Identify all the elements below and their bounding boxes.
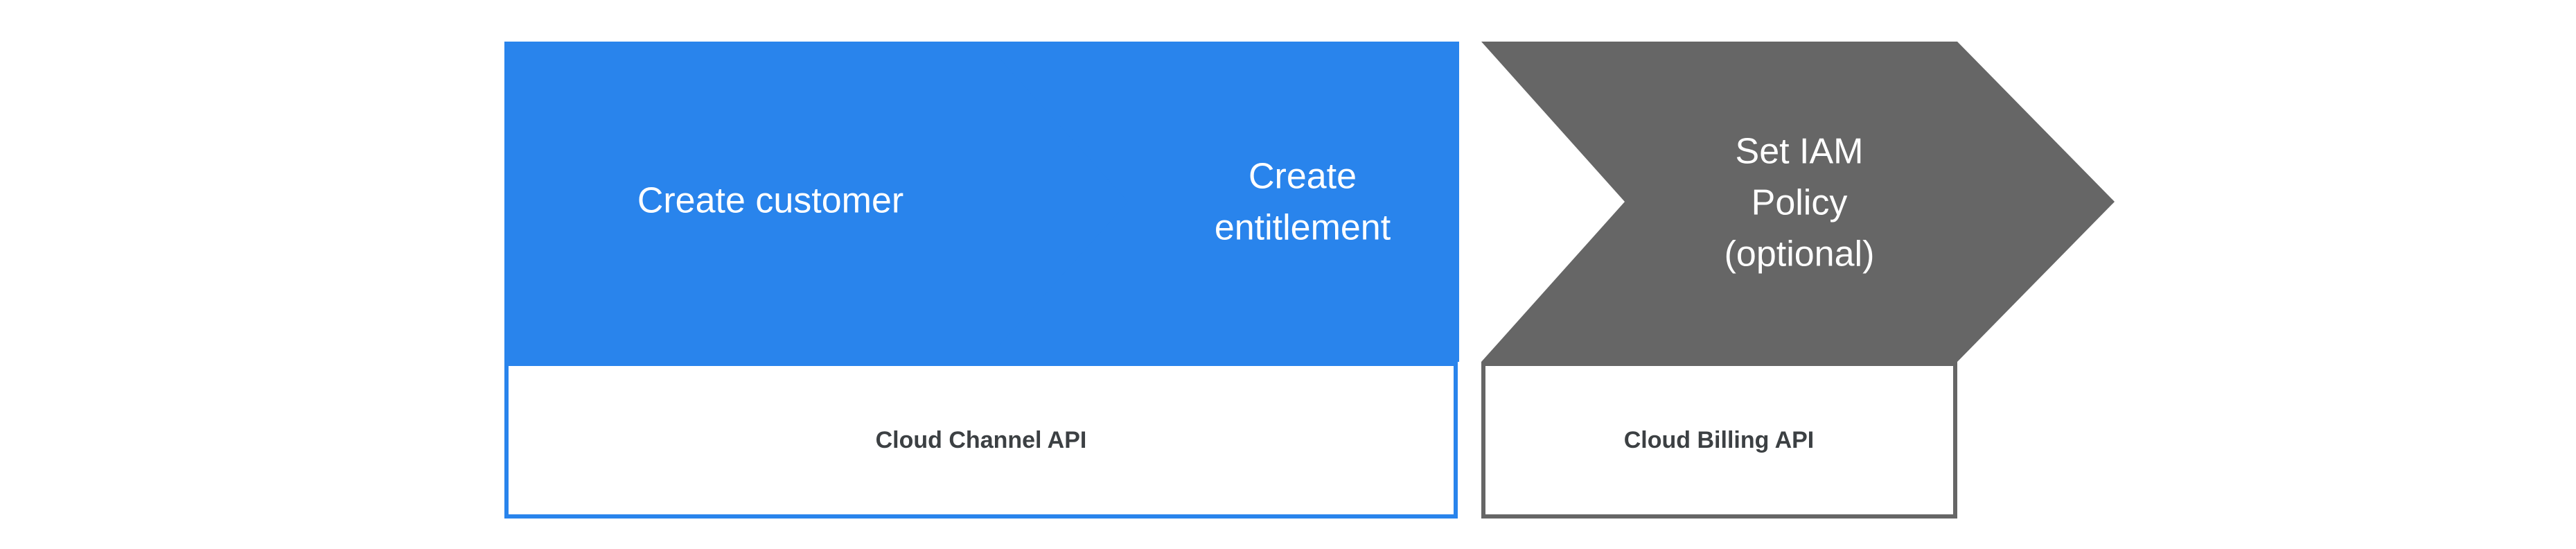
api-group-cloud-billing-api[interactable]: Cloud Billing API xyxy=(1481,362,1957,518)
step-2-label-line-1: Create xyxy=(1249,157,1357,197)
step-1-label: Create customer xyxy=(637,181,903,221)
cloud-billing-api-label: Cloud Billing API xyxy=(1624,427,1815,453)
api-group-cloud-channel-api[interactable]: Cloud Channel API xyxy=(504,362,1458,518)
step-3-label-line-1: Set IAM xyxy=(1736,132,1864,172)
step-set-iam-policy[interactable]: Set IAM Policy (optional) xyxy=(1481,42,2115,362)
cloud-billing-api-box xyxy=(1481,362,1957,518)
step-3-label-line-3: (optional) xyxy=(1724,234,1875,274)
chevron-shape-step-2 xyxy=(985,42,1459,362)
step-2-label-line-2: entitlement xyxy=(1215,208,1391,248)
step-create-customer[interactable]: Create customer xyxy=(504,42,1134,362)
chevron-shape-step-3 xyxy=(1481,42,2115,362)
cloud-channel-api-label: Cloud Channel API xyxy=(876,427,1087,453)
step-3-label-line-2: Policy xyxy=(1752,183,1848,223)
step-create-entitlement[interactable]: Create entitlement xyxy=(985,42,1459,362)
chevron-shape-step-1 xyxy=(504,42,1134,362)
cloud-channel-api-box xyxy=(504,362,1458,518)
